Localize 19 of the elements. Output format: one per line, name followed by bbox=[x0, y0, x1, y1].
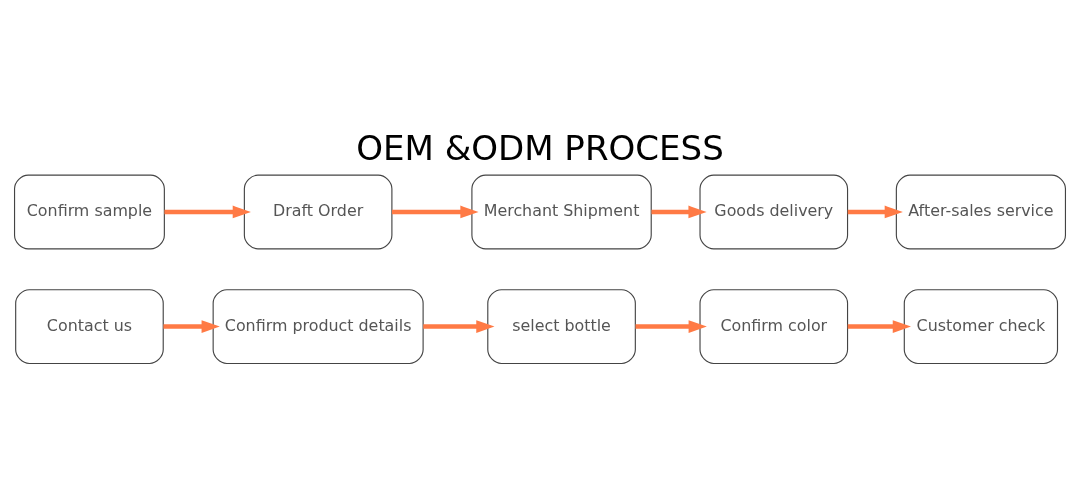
node-box: Confirm sample bbox=[14, 174, 165, 249]
arrow bbox=[635, 319, 707, 333]
node-box: Customer check bbox=[903, 288, 1059, 364]
arrow bbox=[651, 205, 707, 218]
arrow bbox=[164, 205, 251, 218]
arrow bbox=[163, 319, 220, 333]
node-box: Goods delivery bbox=[699, 174, 849, 249]
diagram-title: OEM &ODM PROCESS bbox=[356, 127, 724, 168]
node-box: Confirm product details bbox=[212, 288, 424, 364]
node-box: Contact us bbox=[15, 288, 164, 364]
node-box: After-sales service bbox=[895, 174, 1066, 249]
arrow bbox=[391, 205, 479, 218]
node-box: Confirm color bbox=[699, 288, 849, 364]
arrow bbox=[423, 319, 495, 333]
arrow bbox=[847, 205, 903, 218]
node-box: Merchant Shipment bbox=[471, 174, 652, 249]
arrow bbox=[847, 319, 911, 333]
node-box: Draft Order bbox=[243, 174, 393, 249]
node-box: select bottle bbox=[487, 288, 636, 364]
